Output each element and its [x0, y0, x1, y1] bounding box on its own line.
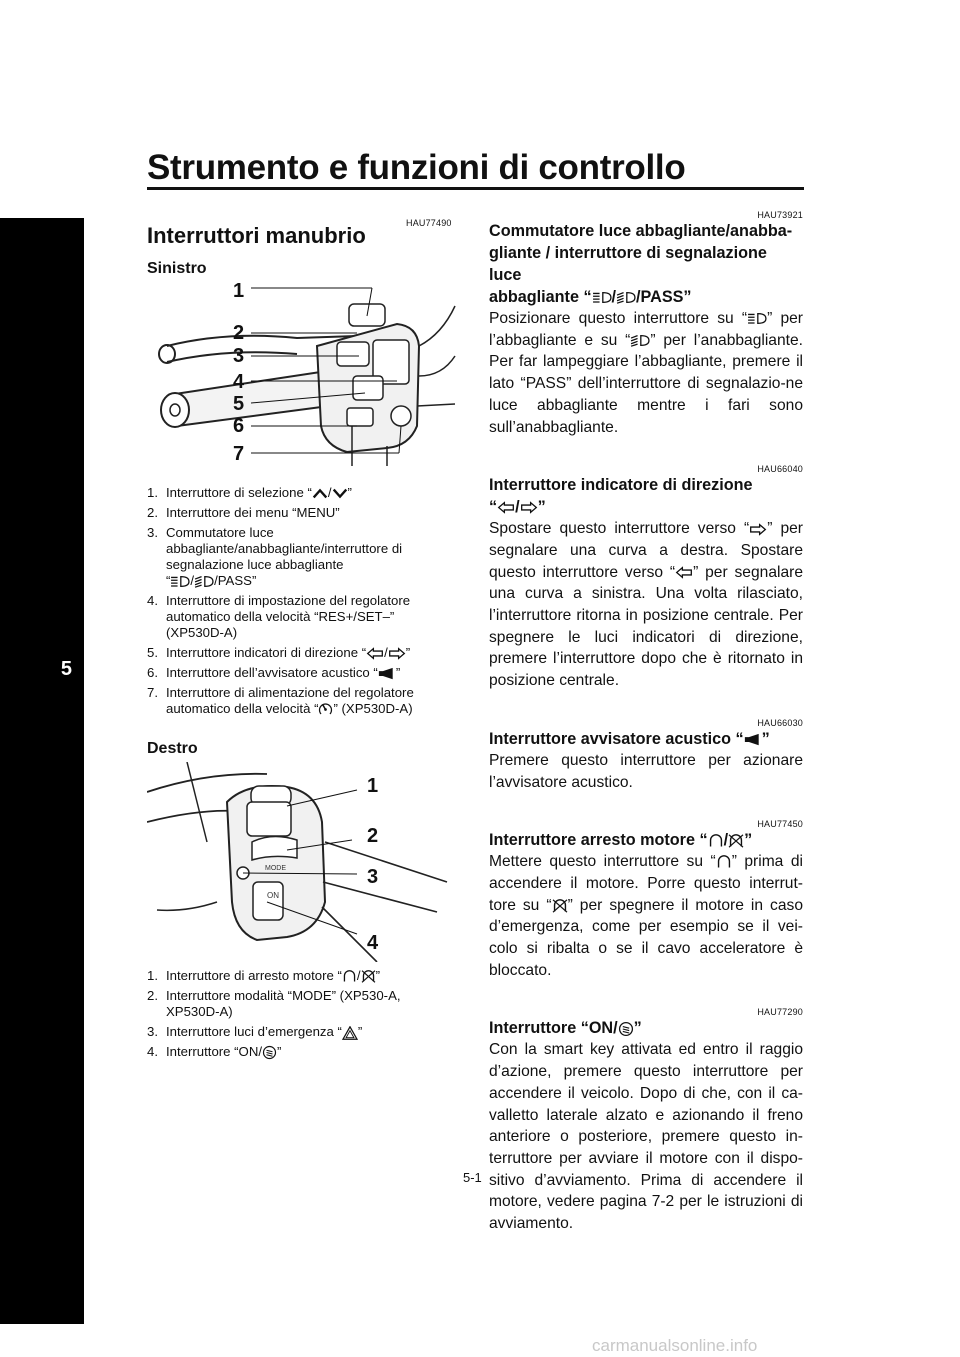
callout-3: 3	[367, 866, 379, 888]
destro-captions: 1.Interruttore di arresto motore “/” 2.I…	[147, 968, 457, 1064]
cruise-control-icon	[318, 702, 333, 717]
high-beam-icon	[747, 312, 767, 325]
page-number: 5-1	[463, 1170, 482, 1185]
section-body: Premere questo interruttore per azionare…	[489, 751, 803, 791]
caption-item: 1.Interruttore di arresto motore “/”	[147, 968, 380, 983]
low-beam-icon	[194, 575, 214, 588]
high-beam-icon	[592, 291, 612, 304]
section-code: HAU77290	[757, 1007, 803, 1018]
caption-item: 3.Commutatore luce abbagliante/anabbagli…	[147, 525, 403, 588]
chevron-down-icon	[332, 488, 348, 499]
page-title: Strumento e funzioni di controllo	[147, 148, 686, 187]
caption-item: 6.Interruttore dell’avvisatore acustico …	[147, 665, 401, 680]
horn-icon	[744, 733, 762, 746]
callout-4: 4	[367, 932, 379, 954]
power-icon	[262, 1045, 277, 1060]
section-code: HAU77490	[406, 218, 452, 228]
section-heading: Commutatore luce abbagliante/anabba- gli…	[489, 222, 793, 306]
section-code: HAU66040	[757, 464, 803, 475]
engine-run-icon	[342, 970, 357, 983]
svg-text:ON: ON	[267, 891, 279, 900]
destro-label: Destro	[147, 740, 198, 757]
footer-watermark: carmanualsonline.info	[592, 1336, 758, 1355]
turn-right-icon	[520, 501, 538, 514]
callout-4: 4	[233, 371, 245, 393]
section-body: Spostare questo interruttore verso “” pe…	[489, 520, 804, 690]
callout-2: 2	[233, 322, 245, 344]
chapter-tab: 5	[0, 218, 84, 1324]
title-divider	[147, 187, 804, 190]
callout-7: 7	[233, 443, 245, 465]
section-body: Posizionare questo interruttore su “” pe…	[489, 310, 803, 436]
turn-left-icon	[497, 501, 515, 514]
turn-left-icon	[366, 647, 384, 660]
section-code: HAU73921	[757, 210, 803, 220]
caption-item: 1.Interruttore di selezione “/”	[147, 485, 352, 500]
chapter-number: 5	[60, 658, 72, 680]
section-body: Con la smart key attivata ed entro il ra…	[489, 1041, 803, 1233]
low-beam-icon	[616, 291, 636, 304]
engine-stop-icon	[552, 899, 568, 913]
caption-item: 3.Interruttore luci d’emergenza “”	[147, 1024, 363, 1040]
horn-icon	[378, 667, 396, 680]
engine-stop-icon	[728, 834, 744, 848]
callout-2: 2	[367, 825, 379, 847]
left-handlebar-illustration	[147, 276, 457, 472]
right-handlebar-illustration: MODE ON	[146, 761, 457, 963]
caption-item: 4.Interruttore “ON/”	[147, 1044, 282, 1060]
callout-1: 1	[233, 280, 245, 302]
turn-right-icon	[749, 523, 767, 536]
caption-item: 5.Interruttore indicatori di direzione “…	[147, 645, 411, 660]
callout-3: 3	[233, 345, 245, 367]
section-body: Mettere questo interruttore su “” prima …	[489, 853, 803, 979]
section-code: HAU66030	[757, 717, 803, 728]
svg-text:MODE: MODE	[265, 865, 286, 872]
section-heading: Interruttore arresto motore “/”	[489, 831, 753, 850]
section-code: HAU77450	[757, 819, 803, 830]
callout-5: 5	[233, 393, 245, 415]
callout-1: 1	[367, 775, 379, 797]
caption-item: 2.Interruttore modalità “MODE” (XP530-A,…	[147, 988, 401, 1019]
turn-left-icon	[675, 566, 693, 579]
engine-stop-icon	[361, 970, 376, 983]
caption-item: 7.Interruttore di alimentazione del rego…	[147, 685, 414, 717]
hazard-icon	[342, 1026, 358, 1040]
section-heading: Interruttore avvisatore acustico “”	[489, 729, 770, 748]
right-column: HAU73921 Commutatore luce abbagliante/an…	[489, 210, 803, 1235]
power-icon	[618, 1021, 634, 1037]
turn-right-icon	[388, 647, 406, 660]
caption-item: 2.Interruttore dei menu “MENU”	[147, 505, 340, 520]
sinistro-label: Sinistro	[147, 260, 207, 277]
high-beam-icon	[170, 575, 190, 588]
section-heading: Interruttore “ON/”	[489, 1019, 642, 1038]
caption-item: 4.Interruttore di impostazione del regol…	[147, 593, 411, 640]
chevron-up-icon	[312, 488, 328, 499]
engine-run-icon	[708, 834, 724, 848]
engine-run-icon	[716, 855, 732, 869]
callout-6: 6	[233, 415, 245, 437]
sinistro-captions: 1.Interruttore di selezione “/” 2.Interr…	[147, 485, 457, 721]
low-beam-icon	[630, 334, 650, 347]
section-heading: Interruttori manubrio	[147, 223, 366, 248]
section-heading: Interruttore indicatore di direzione“/”	[489, 476, 753, 517]
